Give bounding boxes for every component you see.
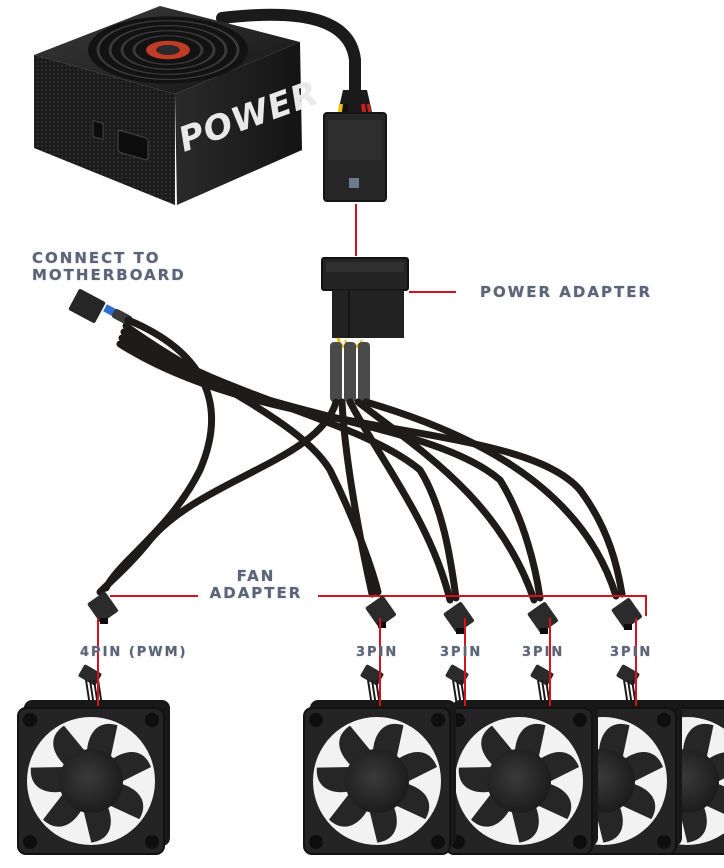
label-motherboard-line-2: MOTHERBOARD	[32, 266, 186, 284]
cable-power-to-fan-4	[354, 398, 538, 604]
fan-adapter-connector-2	[365, 596, 396, 628]
power-supply-unit: POWER	[34, 6, 361, 205]
cable-bundle	[96, 316, 626, 604]
label-power-adapter: POWER ADAPTER	[480, 283, 653, 301]
psu-ac-inlet	[117, 129, 149, 161]
label-fan-adapter: FAN ADAPTER	[200, 568, 312, 602]
label-fan-adapter-line-2: ADAPTER	[209, 584, 303, 602]
psu-main-cable	[216, 8, 361, 98]
fan-hub	[487, 749, 551, 813]
fan-array	[17, 592, 724, 855]
fan-mount-hole	[431, 713, 445, 727]
fan-unit-3	[445, 664, 598, 855]
fan-connector	[78, 664, 102, 686]
fan-adapter-leaders	[110, 595, 647, 616]
fan-connector	[616, 664, 640, 686]
pin-label-fan-1: 4PIN (PWM)	[80, 645, 188, 660]
cable-power-to-fan-5	[362, 398, 620, 600]
fan-connector	[360, 664, 384, 686]
pin-label-fan-2: 3PIN	[356, 645, 399, 660]
fan-header-plug	[365, 596, 396, 627]
pin-label-fan-4: 3PIN	[522, 645, 565, 660]
cable-power-to-fan-1	[96, 398, 340, 596]
fan-header-latch	[100, 618, 108, 624]
power-adapter-connector	[321, 257, 409, 402]
fan-wire	[89, 679, 95, 707]
pin-label-fan-5: 3PIN	[610, 645, 653, 660]
fan-adapter-connector-4	[527, 602, 558, 634]
fan-mount-hole	[573, 713, 587, 727]
fan-wire	[452, 679, 458, 707]
fan-adapter-connector-5	[611, 598, 642, 630]
fan-mount-hole	[309, 835, 323, 849]
psu-molex-connector	[323, 90, 387, 202]
cable-mb-to-fan-3	[120, 328, 460, 602]
fan-wire	[367, 679, 373, 707]
fan-wire	[371, 679, 377, 707]
cable-mb-to-fan-5	[116, 340, 626, 598]
fan-mount-hole	[573, 835, 587, 849]
fan-hub	[59, 749, 123, 813]
psu-front-grille	[34, 55, 175, 205]
fan-mount-hole	[145, 713, 159, 727]
fan-mount-hole	[23, 835, 37, 849]
fan-header-latch	[624, 624, 632, 630]
label-connect-to-motherboard: CONNECT TO MOTHERBOARD	[32, 250, 186, 284]
fan-connector	[530, 664, 554, 686]
fan-mount-hole	[431, 835, 445, 849]
fan-mount-hole	[23, 713, 37, 727]
fan-mount-hole	[657, 713, 671, 727]
cable-power-to-fan-3	[346, 398, 454, 604]
psu-power-switch	[92, 120, 104, 141]
fan-header-plug	[443, 602, 474, 633]
fan-mount-hole	[145, 835, 159, 849]
fan-header-latch	[540, 628, 548, 634]
fan-wire	[456, 679, 462, 707]
fan-unit-2	[303, 664, 456, 855]
fan-unit-1	[17, 664, 170, 855]
cable-mb-to-fan-4	[118, 334, 544, 602]
motherboard-connector	[68, 289, 133, 326]
fan-mount-hole	[309, 713, 323, 727]
fan-adapter-connector-1	[87, 592, 118, 624]
fan-adapter-connector-3	[443, 602, 474, 634]
fan-header-latch	[456, 628, 464, 634]
fan-header-plug	[87, 592, 118, 623]
fan-connector	[445, 664, 469, 686]
pin-label-fan-3: 3PIN	[440, 645, 483, 660]
psu-side-panel	[175, 42, 302, 205]
label-motherboard-line-1: CONNECT TO	[32, 249, 161, 267]
fan-wire	[85, 679, 91, 707]
label-fan-adapter-line-1: FAN	[236, 567, 276, 585]
fan-mount-hole	[657, 835, 671, 849]
cable-power-to-fan-2	[338, 398, 376, 598]
psu-fan-grill	[88, 16, 248, 84]
fan-header-plug	[611, 598, 642, 629]
fan-hub	[345, 749, 409, 813]
fan-header-latch	[378, 622, 386, 628]
